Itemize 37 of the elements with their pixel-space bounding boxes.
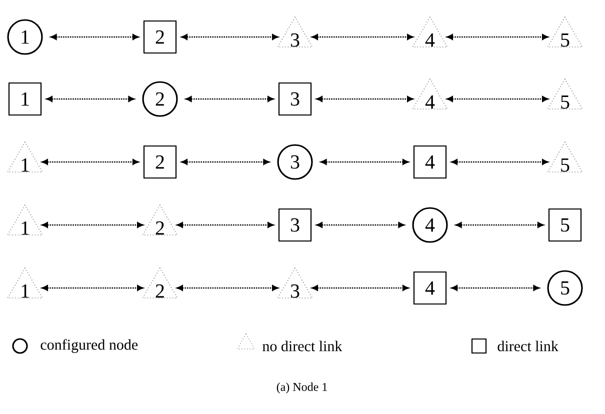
arrow (176, 285, 278, 291)
arrow (42, 222, 144, 228)
arrow (181, 34, 278, 40)
square-node: 2 (143, 145, 177, 179)
arrow (46, 96, 135, 102)
circle-node: 5 (547, 270, 583, 306)
arrow (312, 285, 409, 291)
arrow (316, 96, 414, 102)
circle-node: 1 (7, 19, 43, 55)
square-node: 2 (143, 20, 177, 54)
legend-text: configured node (40, 339, 138, 353)
legend-text: direct link (498, 340, 558, 352)
caption: (a) Node 1 (276, 382, 327, 394)
arrow (42, 159, 139, 165)
arrow (320, 159, 409, 165)
arrow (446, 34, 548, 40)
square-node: 3 (278, 82, 312, 116)
arrow (312, 34, 414, 40)
circle-node: 4 (412, 207, 448, 243)
arrow (176, 222, 274, 228)
arrow (455, 222, 544, 228)
square-node: 1 (8, 82, 42, 116)
square-node: 5 (548, 208, 582, 242)
arrow (50, 34, 139, 40)
arrow (451, 159, 548, 165)
legend-text: no direct link (262, 340, 342, 352)
arrow (446, 96, 548, 102)
circle-node: 2 (142, 81, 178, 117)
square-node: 4 (413, 145, 447, 179)
arrow (451, 285, 540, 291)
square-node: 3 (278, 208, 312, 242)
arrow (316, 222, 405, 228)
arrow (42, 285, 144, 291)
arrow (181, 159, 270, 165)
arrow (185, 96, 274, 102)
circle-node: 3 (277, 144, 313, 180)
square-node: 4 (413, 271, 447, 305)
